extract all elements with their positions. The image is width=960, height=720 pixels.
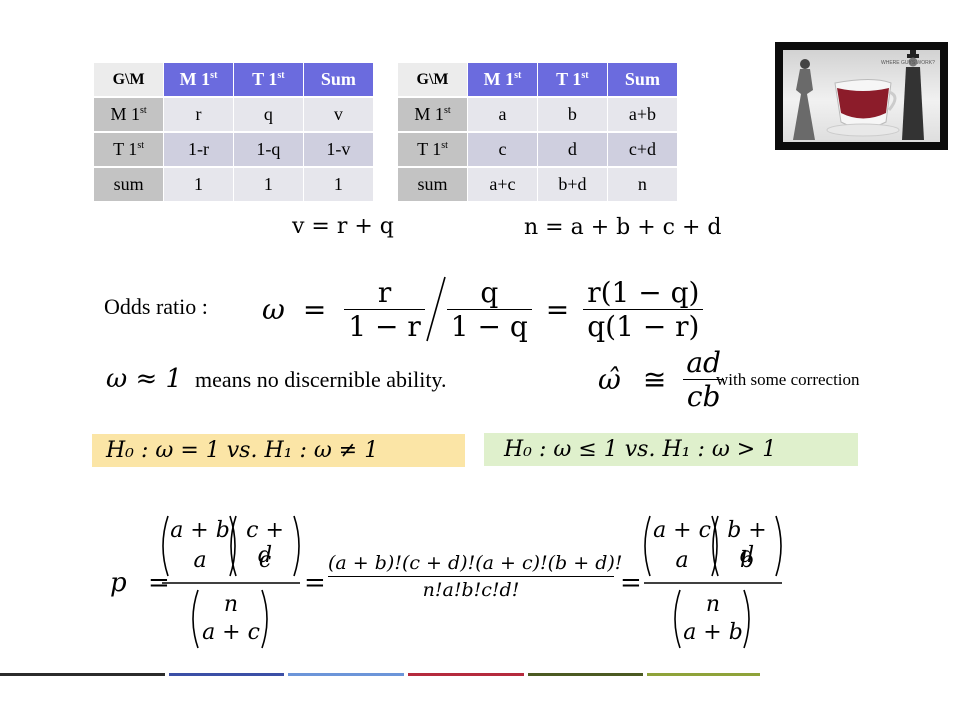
table-right: G\M M 1st T 1st Sum M 1st a b a+b T 1st … — [398, 63, 678, 203]
denominator: q(1 − r) — [583, 308, 704, 343]
table-cell: 1 — [164, 168, 234, 203]
binom-bottom: a — [675, 548, 689, 573]
equals-sign: = — [545, 292, 570, 326]
fraction-ad-cb: ad cb — [682, 346, 725, 413]
row-header: T 1st — [398, 133, 469, 168]
omega-estimate: ω̂ ≅ ad cb — [598, 344, 725, 414]
odds-ratio-label: Odds ratio : — [104, 294, 208, 319]
binom-bottom: c — [258, 548, 272, 573]
omega-hat-symbol: ω̂ — [598, 362, 621, 396]
correction-note: with some correction — [716, 370, 860, 389]
row-header: M 1st — [398, 98, 469, 133]
fraction-q: q 1 − q — [446, 275, 532, 343]
fraction-r: r 1 − r — [344, 275, 425, 343]
table-cell: q — [233, 98, 304, 133]
binomial-parens — [644, 515, 782, 649]
footer-bar — [528, 673, 643, 676]
image-caption: WHERE GUYS WORK? — [881, 60, 935, 66]
table-cell: 1-r — [164, 133, 234, 168]
one-sided-hypothesis: H₀ : ω ≤ 1 vs. H₁ : ω > 1 — [484, 433, 858, 466]
binomial-fraction-right: a + c a b + d b n a + b — [640, 512, 785, 652]
sum-equation-left: v = r + q — [292, 214, 394, 239]
numerator: r(1 − q) — [587, 275, 700, 309]
table-corner: G\M — [94, 63, 165, 98]
table-cell: a+b — [607, 98, 678, 133]
footer-bar — [288, 673, 404, 676]
binom-top: n — [705, 592, 721, 617]
fraction-result: r(1 − q) q(1 − r) — [583, 275, 704, 343]
equals-sign: = — [304, 568, 326, 598]
odds-ratio-formula: ω = r 1 − r q 1 − q = r(1 − q) q(1 − r) — [262, 274, 704, 344]
footer-bar — [0, 673, 165, 676]
denominator: n!a!b!c!d! — [328, 576, 614, 601]
factorial-fraction: (a + b)!(c + d)!(a + c)!(b + d)! n!a!b!c… — [328, 552, 623, 601]
division-slash — [426, 276, 446, 342]
table-cell: v — [303, 98, 374, 133]
binom-top: a + c — [653, 518, 711, 543]
binom-bottom: a + c — [202, 620, 260, 645]
col-header: Sum — [303, 63, 374, 98]
numerator: q — [480, 275, 499, 309]
row-header: sum — [94, 168, 165, 203]
col-header: M 1st — [468, 63, 538, 98]
table-left: G\M M 1st T 1st Sum M 1st r q v T 1st 1-… — [94, 63, 374, 203]
footer-bar — [408, 673, 524, 676]
approx-equals-sign: ≅ — [642, 362, 667, 396]
omega-symbol: ω — [262, 292, 285, 326]
no-ability-text: means no discernible ability. — [195, 367, 447, 392]
table-cell: 1 — [233, 168, 304, 203]
tea-cup-illustration — [793, 50, 924, 140]
tea-tasting-image: WHERE GUYS WORK? — [775, 42, 948, 150]
row-header: sum — [398, 168, 469, 203]
table-corner: G\M — [398, 63, 469, 98]
binom-bottom: a — [193, 548, 207, 573]
table-cell: 1-v — [303, 133, 374, 168]
equals-sign: = — [148, 568, 170, 598]
table-cell: b — [537, 98, 608, 133]
table-cell: b+d — [537, 168, 608, 203]
footer-bar — [169, 673, 284, 676]
binom-bottom: b — [739, 548, 755, 573]
numerator: ad — [686, 345, 721, 379]
two-sided-hypothesis: H₀ : ω = 1 vs. H₁ : ω ≠ 1 — [92, 434, 465, 467]
binomial-fraction-left: a + b a c + d c n a + c — [158, 512, 303, 652]
sum-equation-right: n = a + b + c + d — [524, 215, 722, 240]
table-cell: c+d — [607, 133, 678, 168]
omega-approx-one: ω ≈ 1 — [106, 364, 183, 394]
numerator: r — [377, 275, 392, 309]
binom-top: c + d — [246, 518, 284, 568]
table-cell: 1 — [303, 168, 374, 203]
binom-top: a + b — [170, 518, 230, 543]
denominator: 1 − r — [344, 308, 425, 343]
table-cell: 1-q — [233, 133, 304, 168]
footer-bar — [647, 673, 760, 676]
binomial-parens — [162, 515, 300, 649]
table-cell: c — [468, 133, 538, 168]
binom-top: n — [223, 592, 239, 617]
binom-bottom: a + b — [683, 620, 743, 645]
equals-sign: = — [302, 292, 327, 326]
table-cell: a+c — [468, 168, 538, 203]
row-header: T 1st — [94, 133, 165, 168]
col-header: Sum — [607, 63, 678, 98]
denominator: 1 − q — [446, 308, 532, 343]
col-header: M 1st — [164, 63, 234, 98]
numerator: (a + b)!(c + d)!(a + c)!(b + d)! — [328, 552, 623, 574]
table-cell: d — [537, 133, 608, 168]
binom-top: b + d — [727, 518, 767, 568]
table-cell: a — [468, 98, 538, 133]
equals-sign: = — [620, 568, 642, 598]
row-header: M 1st — [94, 98, 165, 133]
table-cell: n — [607, 168, 678, 203]
col-header: T 1st — [233, 63, 304, 98]
denominator: cb — [682, 378, 725, 413]
p-symbol: p — [110, 568, 127, 598]
col-header: T 1st — [537, 63, 608, 98]
table-cell: r — [164, 98, 234, 133]
